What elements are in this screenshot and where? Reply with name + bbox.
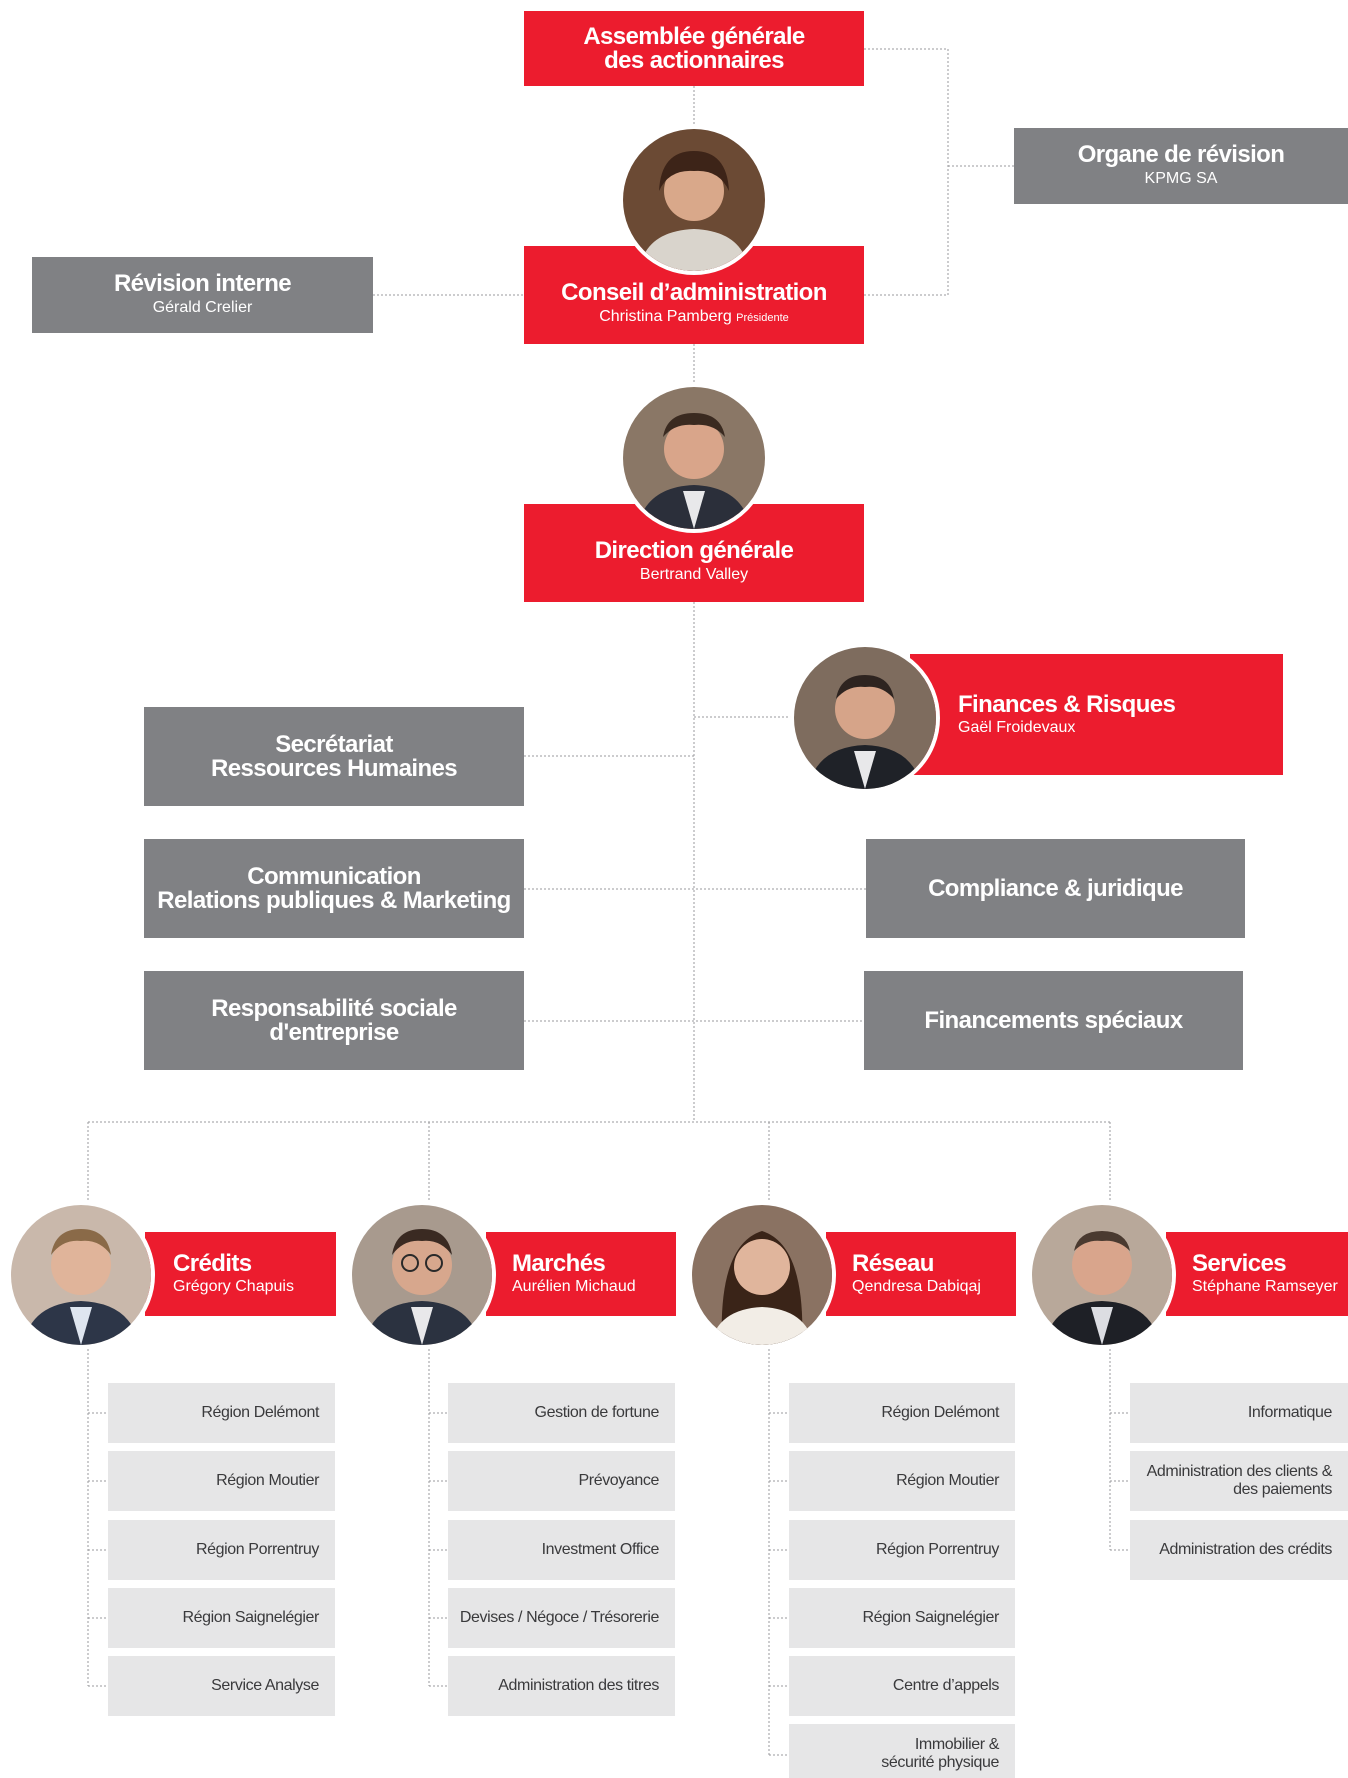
hr-title-line2: Ressources Humaines <box>210 754 458 782</box>
network-item-5: Centre d’appels <box>789 1656 1015 1716</box>
credits-item-3-label: Région Porrentruy <box>195 1541 319 1558</box>
credits-item-1-label: Région Delémont <box>201 1404 319 1421</box>
markets-item-4: Devises / Négoce / Trésorerie <box>448 1588 675 1648</box>
credits-item-3: Région Porrentruy <box>108 1520 335 1580</box>
credits-item-4: Région Saignelégier <box>108 1588 335 1648</box>
markets-item-1-label: Gestion de fortune <box>534 1404 660 1421</box>
markets-item-3: Investment Office <box>448 1520 675 1580</box>
network-item-2-label: Région Moutier <box>896 1472 999 1489</box>
division-markets-head: Aurélien Michaud <box>512 1278 636 1295</box>
special-financing-title: Financements spéciaux <box>924 1006 1183 1034</box>
finance-sub: Gaël Froidevaux <box>958 718 1076 736</box>
network-item-2: Région Moutier <box>789 1451 1015 1511</box>
credits-item-5-label: Service Analyse <box>211 1677 319 1694</box>
finance-avatar <box>790 643 940 793</box>
compliance-title: Compliance & juridique <box>928 874 1183 902</box>
network-item-3-label: Région Porrentruy <box>875 1541 999 1558</box>
board-chair-role: Présidente <box>736 311 789 324</box>
hr-box: Secrétariat Ressources Humaines <box>144 707 524 806</box>
credits-item-4-label: Région Saignelégier <box>182 1609 319 1626</box>
markets-item-2: Prévoyance <box>448 1451 675 1511</box>
finance-title: Finances & Risques <box>958 690 1176 718</box>
audit-box: Organe de révision KPMG SA <box>1014 128 1348 204</box>
credits-item-2-label: Région Moutier <box>216 1472 319 1489</box>
services-item-2-line2: des paiements <box>1233 1481 1332 1498</box>
internal-audit-title: Révision interne <box>113 270 292 297</box>
markets-item-2-label: Prévoyance <box>578 1472 660 1489</box>
division-services-header: Services Stéphane Ramseyer <box>1166 1232 1348 1316</box>
network-item-6-text: Immobilier & sécurité physique <box>881 1736 999 1772</box>
csr-box: Responsabilité sociale d'entreprise <box>144 971 524 1070</box>
assembly-title-line2: des actionnaires <box>604 46 784 74</box>
network-head-avatar <box>688 1201 836 1349</box>
internal-audit-box: Révision interne Gérald Crelier <box>32 257 373 333</box>
assembly-title-line1: Assemblée générale <box>583 22 805 50</box>
board-chair-name: Christina Pamberg <box>599 307 732 325</box>
network-item-6-line2: sécurité physique <box>881 1754 999 1771</box>
division-markets-title: Marchés <box>512 1250 606 1277</box>
division-markets-header: Marchés Aurélien Michaud <box>486 1232 676 1316</box>
division-credits-head: Grégory Chapuis <box>173 1278 294 1295</box>
network-item-6-line1: Immobilier & <box>914 1736 1000 1753</box>
communication-title-line1: Communication <box>247 862 421 890</box>
services-item-2-text: Administration des clients & des paiemen… <box>1146 1463 1333 1499</box>
services-item-3: Administration des crédits <box>1130 1520 1348 1580</box>
general-management-sub: Bertrand Valley <box>639 566 749 583</box>
division-credits-title: Crédits <box>173 1250 252 1277</box>
division-services-head: Stéphane Ramseyer <box>1192 1278 1338 1295</box>
credits-item-2: Région Moutier <box>108 1451 335 1511</box>
csr-title-line2: d'entreprise <box>269 1018 399 1046</box>
services-head-avatar <box>1028 1201 1176 1349</box>
services-item-3-label: Administration des crédits <box>1159 1541 1332 1558</box>
credits-item-1: Région Delémont <box>108 1383 335 1443</box>
compliance-box: Compliance & juridique <box>866 839 1245 938</box>
csr-title-line1: Responsabilité sociale <box>211 994 457 1022</box>
markets-item-1: Gestion de fortune <box>448 1383 675 1443</box>
network-item-3: Région Porrentruy <box>789 1520 1015 1580</box>
general-management-title: Direction générale <box>594 537 794 564</box>
board-title: Conseil d’administration <box>561 278 827 306</box>
services-item-2-line1: Administration des clients & <box>1146 1463 1333 1480</box>
credits-head-avatar <box>7 1201 155 1349</box>
division-network-title: Réseau <box>852 1250 934 1277</box>
markets-item-3-label: Investment Office <box>541 1541 660 1558</box>
division-network-head: Qendresa Dabiqaj <box>852 1278 981 1295</box>
division-network-header: Réseau Qendresa Dabiqaj <box>826 1232 1016 1316</box>
audit-sub: KPMG SA <box>1144 170 1218 187</box>
finance-box: Finances & Risques Gaël Froidevaux <box>910 654 1283 775</box>
network-item-1-label: Région Delémont <box>881 1404 999 1421</box>
audit-title: Organe de révision <box>1077 141 1285 168</box>
board-sub-line: Christina Pamberg Présidente <box>599 307 789 328</box>
network-item-5-label: Centre d’appels <box>892 1677 999 1694</box>
services-item-1: Informatique <box>1130 1383 1348 1443</box>
credits-item-5: Service Analyse <box>108 1656 335 1716</box>
ceo-avatar <box>619 383 769 533</box>
assembly-box: Assemblée générale des actionnaires <box>524 11 864 86</box>
services-item-1-label: Informatique <box>1247 1404 1333 1421</box>
communication-title-line2: Relations publiques & Marketing <box>157 886 511 914</box>
hr-title-line1: Secrétariat <box>275 730 393 758</box>
network-item-4: Région Saignelégier <box>789 1588 1015 1648</box>
network-item-4-label: Région Saignelégier <box>862 1609 999 1626</box>
communication-box: Communication Relations publiques & Mark… <box>144 839 524 938</box>
network-item-6: Immobilier & sécurité physique <box>789 1724 1015 1778</box>
division-services-title: Services <box>1192 1250 1287 1277</box>
network-item-1: Région Delémont <box>789 1383 1015 1443</box>
board-chair-avatar <box>619 125 769 275</box>
division-credits-header: Crédits Grégory Chapuis <box>145 1232 336 1316</box>
markets-item-5: Administration des titres <box>448 1656 675 1716</box>
markets-head-avatar <box>348 1201 496 1349</box>
special-financing-box: Financements spéciaux <box>864 971 1243 1070</box>
markets-item-5-label: Administration des titres <box>498 1677 659 1694</box>
services-item-2: Administration des clients & des paiemen… <box>1130 1451 1348 1511</box>
markets-item-4-label: Devises / Négoce / Trésorerie <box>459 1609 660 1626</box>
internal-audit-sub: Gérald Crelier <box>152 299 253 316</box>
